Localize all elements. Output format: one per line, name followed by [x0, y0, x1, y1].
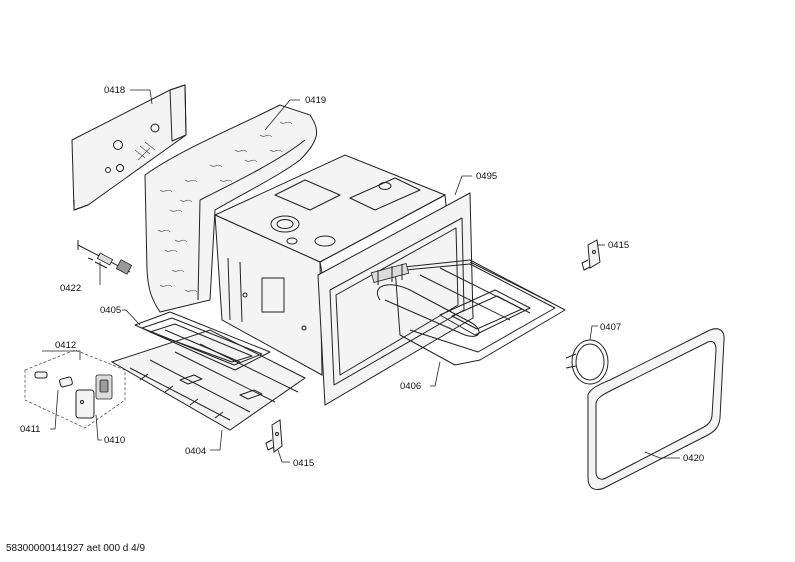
label-0410: 0410: [104, 435, 125, 446]
insulation-wrap-0419: [144, 104, 318, 313]
label-0415-top: 0415: [608, 240, 629, 251]
label-0422: 0422: [60, 283, 81, 294]
callout-labels: 0418 0419 0495 0415 0422 0405 0412 0407 …: [20, 85, 704, 469]
label-0420: 0420: [683, 453, 704, 464]
hinge-part-0415-bottom: [265, 419, 283, 453]
base-plate-0404: [110, 329, 306, 431]
front-frame-0495: [317, 192, 474, 406]
temperature-sensor-0422: [77, 240, 133, 275]
hinge-part-0415-top: [581, 239, 601, 271]
label-0418: 0418: [104, 85, 125, 96]
small-parts-kit: [24, 349, 126, 429]
label-0406: 0406: [400, 381, 421, 392]
label-0405: 0405: [100, 305, 121, 316]
label-0411: 0411: [20, 424, 40, 435]
label-0412: 0412: [55, 340, 76, 351]
label-0415-bottom: 0415: [293, 458, 314, 469]
label-0407: 0407: [600, 322, 621, 333]
door-seal-0420: [587, 328, 725, 491]
rear-panel-0418: [71, 84, 187, 211]
ring-element-0407: [565, 339, 609, 385]
bottom-heater-0405: [134, 311, 271, 371]
leader-lines: [42, 89, 680, 463]
document-reference: 58300000141927 aet 000 d 4/9: [6, 543, 146, 554]
grill-element-0406: [370, 259, 566, 366]
label-0495: 0495: [476, 171, 497, 182]
label-0404: 0404: [185, 446, 206, 457]
label-0419: 0419: [305, 95, 326, 106]
